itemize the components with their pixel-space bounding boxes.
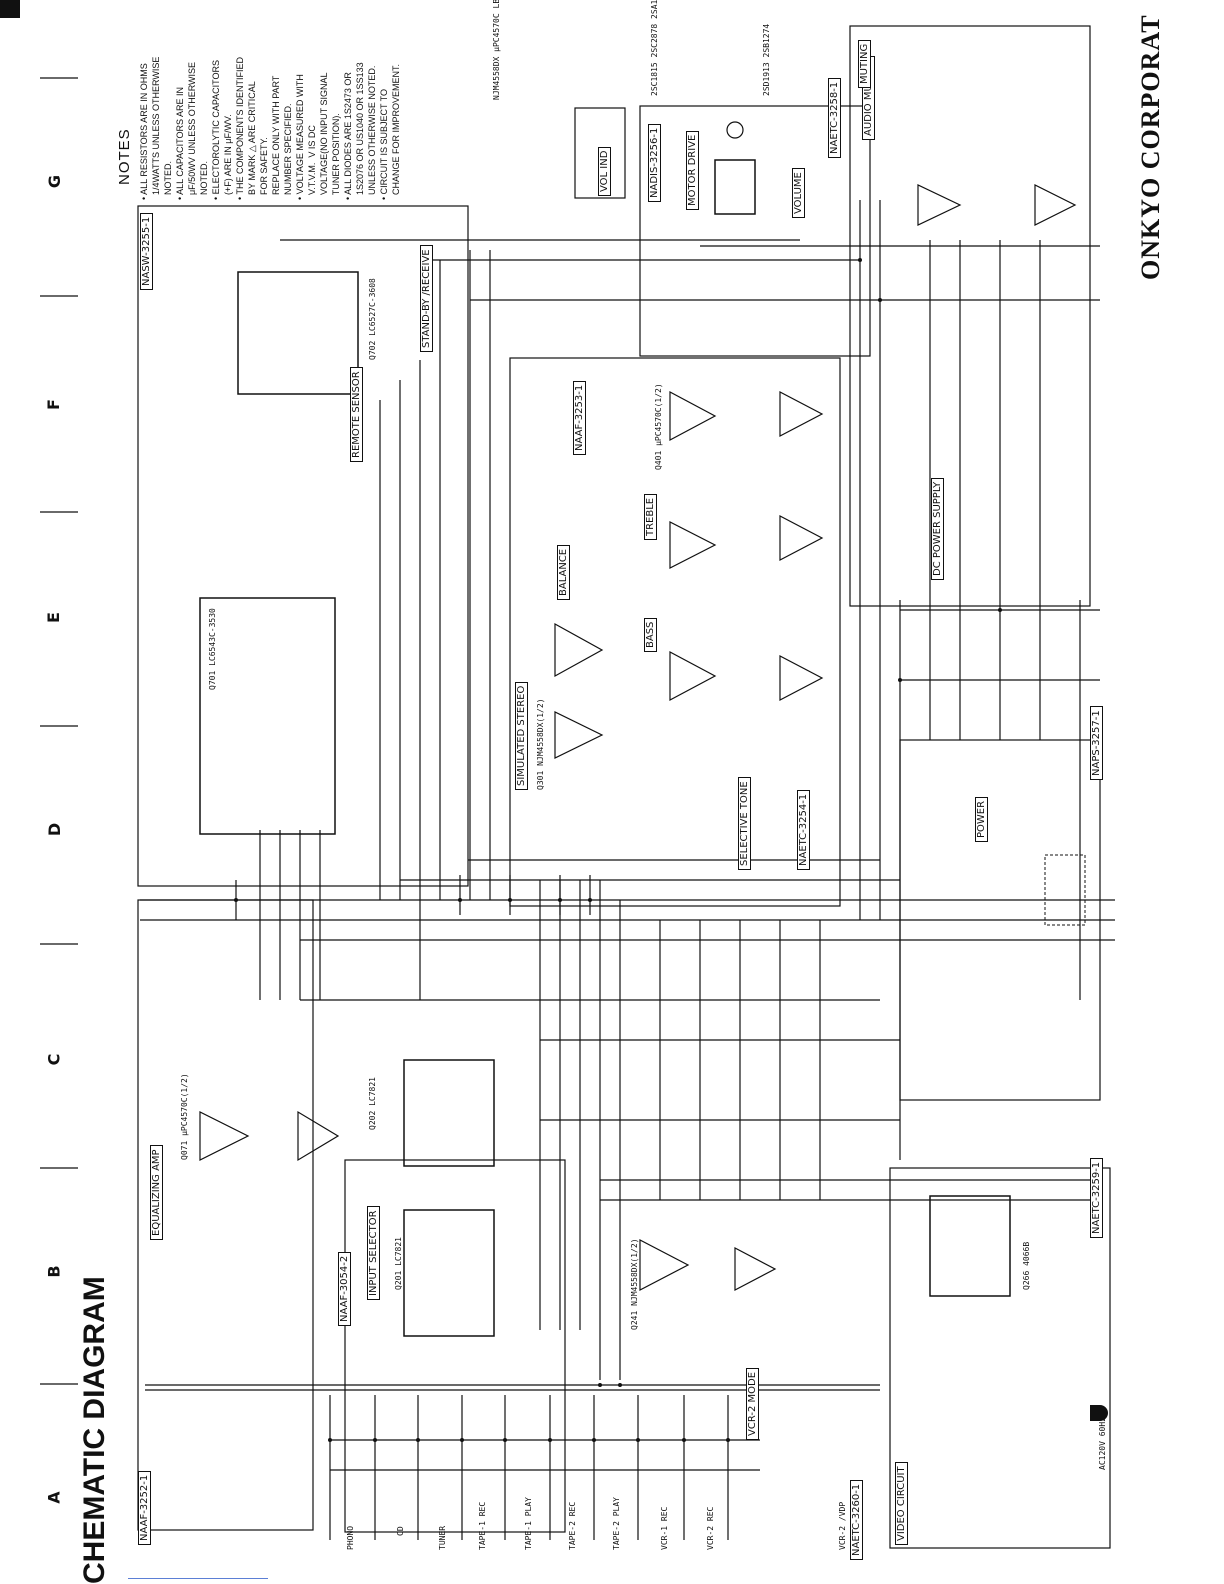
board-naps-3257: NAPS-3257-1 — [1090, 706, 1103, 780]
ic-q266: Q266 4066B — [1022, 1241, 1031, 1290]
note-line: • CIRCUIT IS SUBJECT TO — [379, 88, 389, 200]
block-motor-drive: MOTOR DRIVE — [686, 130, 699, 210]
notes-lines: • ALL RESISTORS ARE IN OHMS 1/4WATTS UNL… — [138, 57, 402, 200]
board-nasw-3255: NASW-3255-1 — [140, 212, 153, 290]
input-tuner: TUNER — [438, 1525, 447, 1550]
note-line: CHANGE FOR IMPROVEMENT. — [391, 63, 401, 200]
note-line: • THE COMPONENTS IDENTIFIED — [235, 57, 245, 200]
note-line: NUMBER SPECIFIED. — [283, 103, 293, 200]
board-nadis-3256: NADIS-3256-1 — [648, 123, 661, 202]
ic-q241: Q241 NJM4558DX(1/2) — [630, 1238, 639, 1330]
ic-q071: Q071 μPC4570C(1/2) — [180, 1073, 189, 1160]
note-line: • ELECTOROLYTIC CAPACITORS — [211, 59, 221, 200]
legend-transistors-1: 2SC1815 2SC2878 2SA1015 2SA733 2SA950 — [650, 0, 659, 96]
ic-q301: Q301 NJM4558DX(1/2) — [536, 698, 545, 790]
legend-transistors-2: 2SD1913 2SB1274 — [762, 23, 771, 96]
board-naetc-3260: NAETC-3260-1 — [850, 1479, 863, 1560]
block-volume: VOLUME — [792, 168, 805, 218]
input-vcr2-rec: VCR-2 REC — [706, 1506, 715, 1550]
block-balance: BALANCE — [557, 544, 570, 600]
block-stand-by: STAND-BY /RECEIVE — [420, 245, 433, 352]
ic-q702: Q702 LC6527C-3608 — [368, 278, 377, 360]
notes-list: • ALL RESISTORS ARE IN OHMS 1/4WATTS UNL… — [138, 57, 402, 200]
note-line: TUNER POSITION). — [331, 113, 341, 200]
ic-q202: Q202 LC7821 — [368, 1077, 377, 1130]
block-vcr2-mode: VCR-2 MODE — [746, 1367, 759, 1440]
board-naetc-3254: NAETC-3254-1 — [797, 789, 810, 870]
underline-bar — [128, 1578, 268, 1579]
input-cd: CD — [396, 1526, 405, 1536]
note-line: 1S2076 OR US1040 OR 1SS133 — [355, 62, 365, 200]
block-vol-ind: VOL IND — [598, 146, 611, 196]
note-line: FOR SAFETY. — [259, 137, 269, 200]
note-line: • ALL RESISTORS ARE IN OHMS — [139, 63, 149, 200]
note-line: V.T.V.M. V IS DC — [307, 125, 317, 200]
input-tape2-play: TAPE-2 PLAY — [612, 1497, 621, 1550]
input-tape1-rec: TAPE-1 REC — [478, 1501, 487, 1550]
note-line: • ALL DIODES ARE 1S2473 OR — [343, 72, 353, 200]
board-naetc-3258: NAETC-3258-1 — [828, 77, 841, 158]
note-line: NOTED. — [199, 160, 209, 200]
input-tape2-rec: TAPE-2 REC — [568, 1501, 577, 1550]
block-equalizing-amp: EQUALIZING AMP — [150, 1145, 163, 1240]
note-line: BY MARK △ ARE CRITICAL — [247, 81, 257, 200]
board-naetc-3259: NAETC-3259-1 — [1090, 1157, 1103, 1238]
note-line: (+F) ARE IN μF/WV. — [223, 114, 233, 200]
input-tape1-play: TAPE-1 PLAY — [524, 1497, 533, 1550]
note-line: μF/50WV UNLESS OTHERWISE — [187, 61, 197, 200]
block-video-circuit: VIDEO CIRCUIT — [895, 1462, 908, 1545]
note-line: • ALL CAPACITORS ARE IN — [175, 86, 185, 200]
block-input-selector: INPUT SELECTOR — [367, 1206, 380, 1300]
notes-heading: NOTES — [116, 128, 133, 185]
note-line: VOLTAGE(NO INPUT SIGNAL — [319, 72, 329, 200]
ic-q401: Q401 μPC4570C(1/2) — [654, 383, 663, 470]
note-line: • VOLTAGE MEASURED WITH — [295, 74, 305, 200]
ac-input: AC120V 60Hz — [1098, 1417, 1107, 1470]
page-title: CHEMATIC DIAGRAM — [78, 1276, 111, 1584]
brand-logo: ONKYO CORPORAT — [1136, 14, 1165, 280]
ic-q201: Q201 LC7821 — [394, 1237, 403, 1290]
block-muting: MUTING — [858, 39, 871, 88]
block-bass: BASS — [644, 617, 657, 652]
board-naaf-3253: NAAF-3253-1 — [573, 380, 586, 455]
note-line: 1/4WATTS UNLESS OTHERWISE — [151, 56, 161, 200]
block-simulated-stereo: SIMULATED STEREO — [515, 681, 528, 790]
legend-ics: NJM4558DX μPC4570C LB1630 □ 4066B △ LC65… — [492, 0, 501, 100]
board-naaf-3252: NAAF-3252-1 — [138, 1470, 151, 1545]
note-line: REPLACE ONLY WITH PART — [271, 75, 281, 200]
input-vcr2-vdp: VCR-2 /VDP — [838, 1501, 847, 1550]
input-phono: PHONO — [346, 1525, 355, 1550]
block-treble: TREBLE — [644, 493, 657, 540]
board-naaf-3054: NAAF-3054-2 — [338, 1251, 351, 1326]
ic-q701: Q701 LC6543C-3530 — [208, 608, 217, 690]
block-dc-power-supply: DC POWER SUPPLY — [931, 477, 944, 580]
note-line: NOTED. — [163, 160, 173, 200]
block-power: POWER — [975, 796, 988, 842]
note-line: UNLESS OTHERWISE NOTED. — [367, 65, 377, 200]
input-vcr1-rec: VCR-1 REC — [660, 1506, 669, 1550]
block-remote-sensor: REMOTE SENSOR — [350, 367, 363, 462]
block-selective-tone: SELECTIVE TONE — [738, 777, 751, 870]
corner-mark — [0, 0, 20, 18]
